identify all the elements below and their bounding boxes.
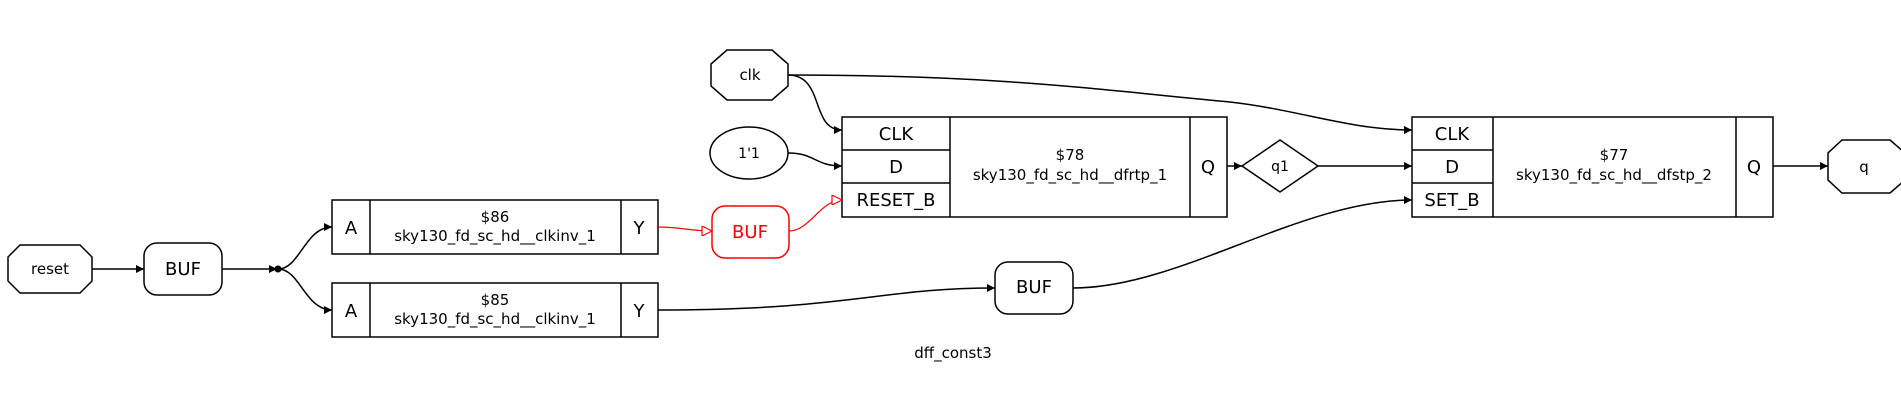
cell-86-type: sky130_fd_sc_hd__clkinv_1 <box>394 227 596 246</box>
cell-77-dfstp: CLK D SET_B $77 sky130_fd_sc_hd__dfstp_2… <box>1411 116 1774 218</box>
constant-one: 1'1 <box>709 126 789 180</box>
cell-78-pin-clk: CLK <box>879 124 915 145</box>
wire-clk-to-77clk <box>787 74 1413 134</box>
cell-86-id: $86 <box>481 208 510 226</box>
cell-78-pin-q: Q <box>1201 157 1215 178</box>
cell-85-pin-y: Y <box>633 301 646 322</box>
wire-86y-to-red-buf <box>657 227 712 231</box>
wire-red-buf-to-reset-b <box>788 200 842 232</box>
wire-junction-to-86a <box>277 223 333 270</box>
buf-highlighted-label: BUF <box>732 222 768 243</box>
port-clk-label: clk <box>739 66 760 84</box>
buf-highlighted: BUF <box>711 205 790 259</box>
wire-const-to-78d <box>787 152 843 170</box>
port-reset-label: reset <box>31 260 69 278</box>
buf-set: BUF <box>994 261 1074 315</box>
cell-85-clkinv: A $85 sky130_fd_sc_hd__clkinv_1 Y <box>331 282 659 338</box>
diagram-title: dff_const3 <box>914 344 992 363</box>
wire-buf-set-to-set-b <box>1072 196 1413 289</box>
cell-77-id: $77 <box>1600 146 1629 164</box>
port-q-label: q <box>1859 158 1869 176</box>
constant-one-label: 1'1 <box>738 146 760 162</box>
cell-78-dfrtp: CLK D RESET_B $78 sky130_fd_sc_hd__dfrtp… <box>841 116 1228 218</box>
port-reset: reset <box>7 244 93 294</box>
buf-set-label: BUF <box>1016 277 1052 298</box>
buf-reset-label: BUF <box>165 259 201 280</box>
cell-78-type: sky130_fd_sc_hd__dfrtp_1 <box>973 166 1167 185</box>
cell-77-pin-d: D <box>1445 157 1459 178</box>
cell-78-pin-reset-b: RESET_B <box>856 190 935 211</box>
wires <box>92 74 1828 314</box>
wire-clk-to-78clk <box>787 74 843 134</box>
cell-78-id: $78 <box>1056 146 1085 164</box>
port-q: q <box>1827 139 1901 194</box>
cell-85-type: sky130_fd_sc_hd__clkinv_1 <box>394 310 596 329</box>
cell-77-pin-set-b: SET_B <box>1424 190 1479 211</box>
cell-85-pin-a: A <box>345 301 358 322</box>
wire-junction-to-85a <box>277 268 333 314</box>
cell-86-clkinv: A $86 sky130_fd_sc_hd__clkinv_1 Y <box>331 199 659 255</box>
cell-86-pin-a: A <box>345 218 358 239</box>
wire-85y-to-buf-set <box>657 284 996 311</box>
buf-reset: BUF <box>143 242 223 296</box>
net-q1-label: q1 <box>1271 159 1289 175</box>
cell-77-type: sky130_fd_sc_hd__dfstp_2 <box>1516 166 1712 185</box>
cell-78-pin-d: D <box>889 157 903 178</box>
port-clk: clk <box>710 49 789 101</box>
cell-77-pin-clk: CLK <box>1435 124 1471 145</box>
cell-86-pin-y: Y <box>633 218 646 239</box>
net-q1: q1 <box>1240 139 1320 193</box>
cell-85-id: $85 <box>481 291 510 309</box>
cell-77-pin-q: Q <box>1747 157 1761 178</box>
